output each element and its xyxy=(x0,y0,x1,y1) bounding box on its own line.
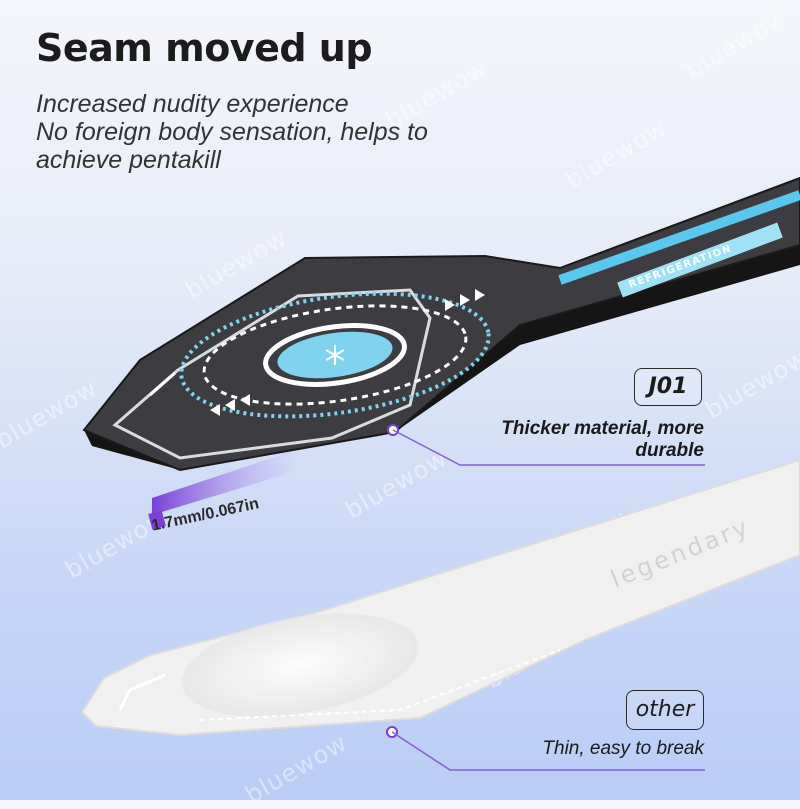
subtitle: Increased nudity experience No foreign b… xyxy=(36,90,428,174)
subtitle-line: No foreign body sensation, helps to xyxy=(36,118,428,146)
other-leader xyxy=(386,726,705,771)
j01-description-line: Thicker material, more xyxy=(501,418,704,439)
other-description: Thin, easy to break xyxy=(542,738,704,759)
subtitle-line: achieve pentakill xyxy=(36,146,221,174)
j01-description: Thicker material, more durable xyxy=(424,418,704,462)
thickness-indicator xyxy=(152,448,302,515)
other-tag: other xyxy=(626,690,704,730)
j01-leader xyxy=(387,424,705,466)
j01-tag: J01 xyxy=(634,368,702,406)
other-stick: legendary xyxy=(80,458,800,737)
j01-stick: REFRIGERATION xyxy=(82,176,800,472)
j01-description-line: durable xyxy=(635,440,704,461)
subtitle-line: Increased nudity experience xyxy=(36,90,349,118)
headline: Seam moved up xyxy=(36,26,373,70)
arrow-icons xyxy=(210,289,485,416)
snowflake-icon xyxy=(325,345,345,365)
